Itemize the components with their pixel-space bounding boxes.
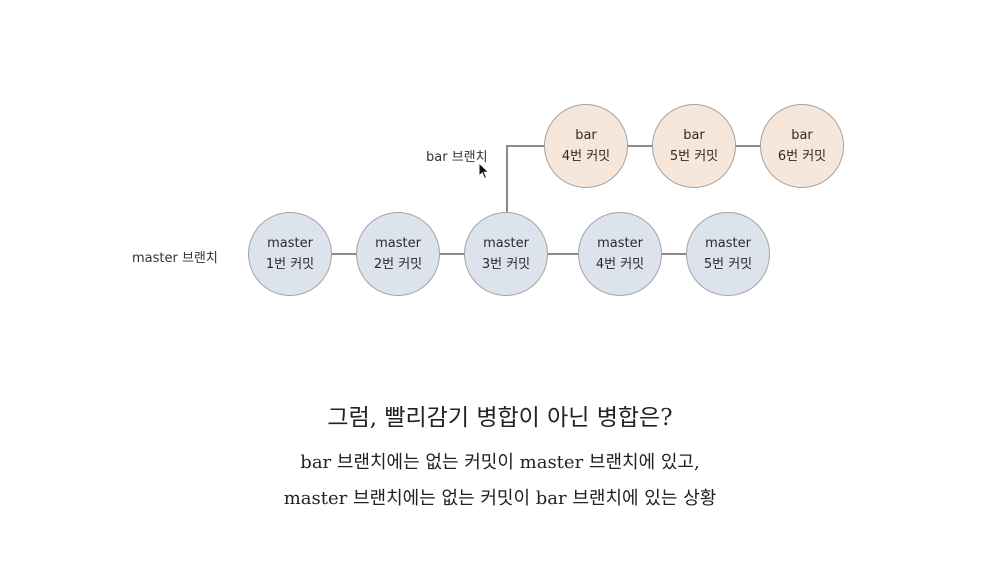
caption-line-1: bar 브랜치에는 없는 커밋이 master 브랜치에 있고, — [300, 452, 700, 473]
commit-number: 4번 커밋 — [561, 149, 611, 164]
commit-branch-name: master — [597, 236, 643, 251]
master-commit-3-node: master 3번 커밋 — [464, 212, 548, 296]
commit-branch-name: master — [705, 236, 751, 251]
commit-branch-name: master — [267, 236, 313, 251]
bar-branch-label: bar 브랜치 — [426, 150, 488, 165]
master-commit-1-node: master 1번 커밋 — [248, 212, 332, 296]
bar-commit-6-node: bar 6번 커밋 — [760, 104, 844, 188]
master-commit-4-node: master 4번 커밋 — [578, 212, 662, 296]
commit-branch-name: master — [483, 236, 529, 251]
master-branch-label: master 브랜치 — [132, 251, 218, 266]
caption-line-2: master 브랜치에는 없는 커밋이 bar 브랜치에 있는 상황 — [283, 488, 717, 509]
commit-branch-name: bar — [683, 128, 705, 143]
commit-number: 5번 커밋 — [703, 257, 753, 272]
master-commit-5-node: master 5번 커밋 — [686, 212, 770, 296]
commit-number: 5번 커밋 — [669, 149, 719, 164]
commit-number: 4번 커밋 — [595, 257, 645, 272]
commit-number: 2번 커밋 — [373, 257, 423, 272]
commit-number: 3번 커밋 — [481, 257, 531, 272]
commit-number: 1번 커밋 — [265, 257, 315, 272]
mouse-pointer-icon — [478, 162, 490, 180]
commit-branch-name: master — [375, 236, 421, 251]
commit-branch-name: bar — [575, 128, 597, 143]
branch-vertical-connector — [506, 146, 508, 212]
commit-branch-name: bar — [791, 128, 813, 143]
bar-commit-5-node: bar 5번 커밋 — [652, 104, 736, 188]
master-commit-2-node: master 2번 커밋 — [356, 212, 440, 296]
bar-commit-4-node: bar 4번 커밋 — [544, 104, 628, 188]
git-branch-diagram: master 브랜치 bar 브랜치 master 1번 커밋 master 2… — [132, 104, 844, 296]
caption-heading: 그럼, 빨리감기 병합이 아닌 병합은? — [327, 405, 673, 431]
commit-number: 6번 커밋 — [777, 149, 827, 164]
